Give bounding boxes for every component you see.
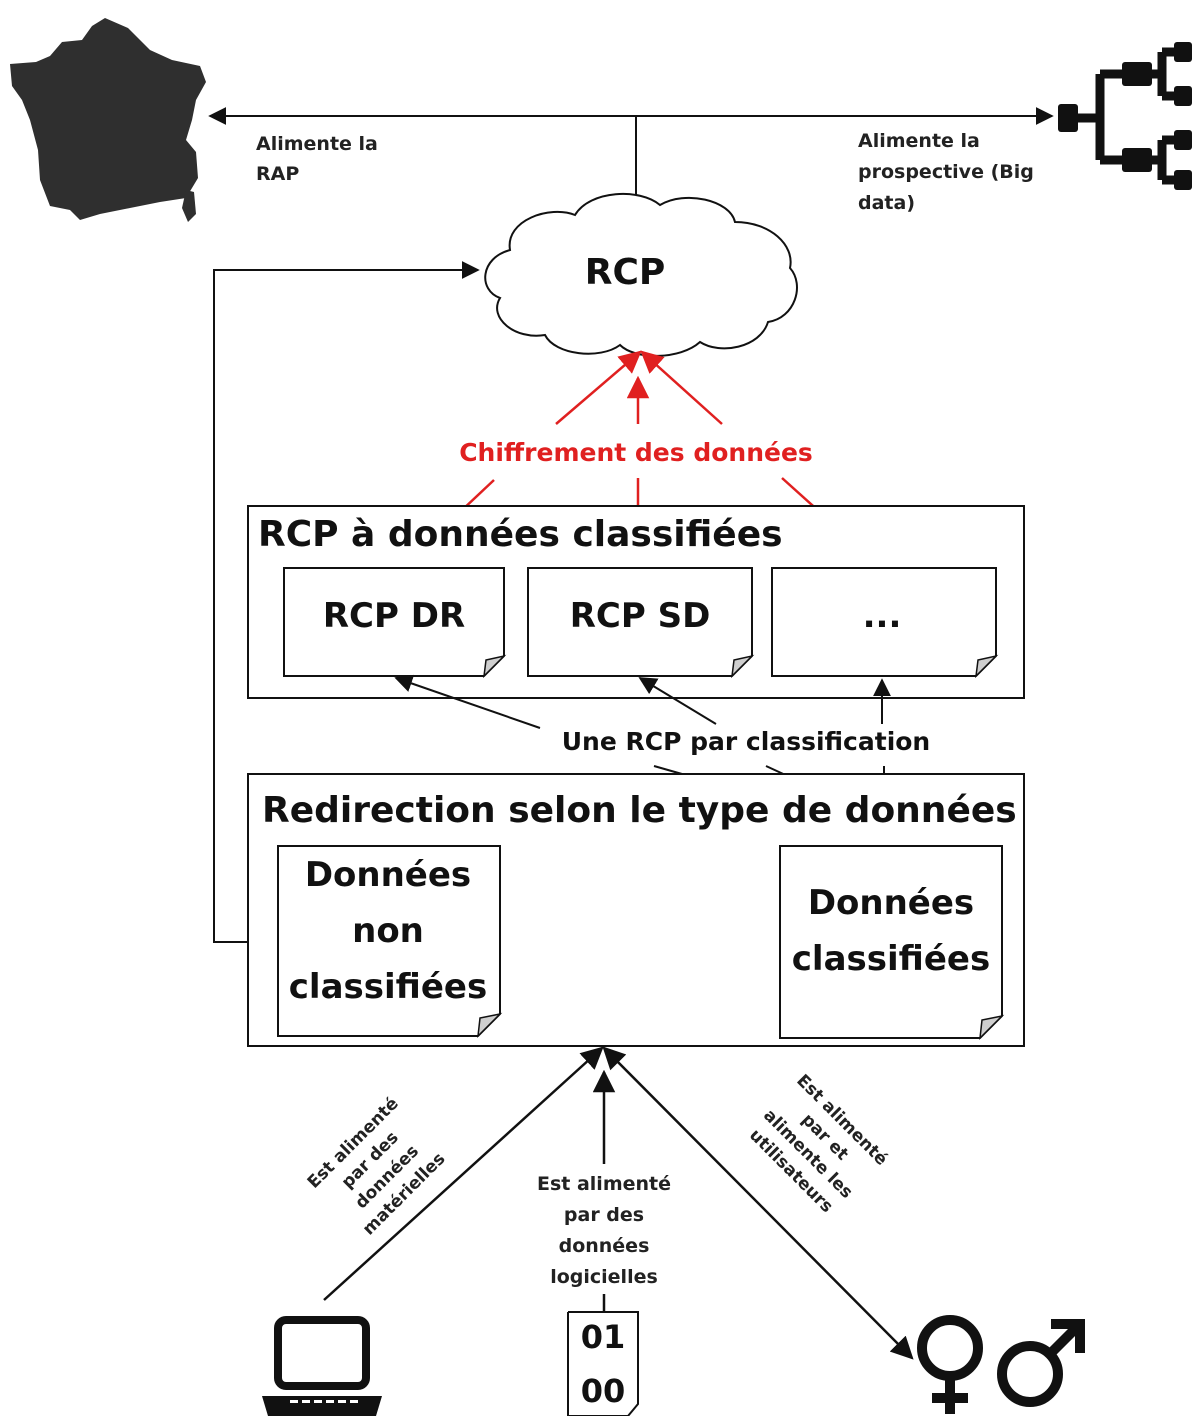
- svg-text:données: données: [559, 1235, 650, 1257]
- classified-rcp-box: RCP à données classifiées RCP DR RCP SD …: [247, 505, 1025, 699]
- unclassified-to-cloud-arrow: [213, 261, 480, 943]
- cloud-label: RCP: [585, 252, 666, 293]
- svg-text:RCP DR: RCP DR: [323, 596, 465, 636]
- svg-text:Données: Données: [305, 855, 471, 895]
- svg-text:non: non: [352, 911, 424, 951]
- software-input-label: Est alimenté par des données logicielles: [537, 1173, 671, 1288]
- svg-text:logicielles: logicielles: [550, 1266, 658, 1288]
- svg-text:RAP: RAP: [256, 163, 299, 185]
- svg-text:...: ...: [863, 596, 902, 636]
- france-map-icon: [10, 18, 206, 222]
- doc-classified-data: Données classifiées: [779, 845, 1005, 1041]
- top-connectors: [208, 107, 1054, 200]
- encryption-label: Chiffrement des données: [459, 438, 813, 467]
- svg-text:01: 01: [581, 1318, 626, 1356]
- svg-text:Alimente la: Alimente la: [256, 133, 378, 155]
- svg-text:Est alimenté: Est alimenté: [537, 1173, 671, 1195]
- input-arrows: [323, 1046, 914, 1360]
- doc-unclassified-data: Données non classifiées: [277, 845, 503, 1039]
- rap-label: Alimente la RAP: [256, 133, 378, 185]
- svg-text:data): data): [858, 192, 915, 214]
- users-input-label: Est alimenté par et alimente les utilisa…: [745, 1071, 891, 1217]
- redirection-box-title: Redirection selon le type de données: [262, 790, 1017, 831]
- rcp-cloud: RCP: [484, 192, 798, 357]
- svg-text:classifiées: classifiées: [289, 967, 487, 1007]
- classified-box-title: RCP à données classifiées: [258, 514, 783, 555]
- doc-rcp-more: ...: [771, 567, 999, 679]
- svg-text:00: 00: [581, 1372, 626, 1410]
- doc-rcp-sd: RCP SD: [527, 567, 755, 679]
- doc-rcp-dr: RCP DR: [283, 567, 507, 679]
- redirection-box: Redirection selon le type de données Don…: [247, 773, 1025, 1047]
- svg-text:prospective (Big: prospective (Big: [858, 161, 1034, 183]
- binary-document-icon: 01 00: [567, 1311, 639, 1416]
- hardware-input-label: Est alimenté par des données matérielles: [304, 1094, 450, 1240]
- gender-symbols-icon: [917, 1315, 1085, 1414]
- hierarchy-tree-icon: [1058, 42, 1192, 190]
- prospective-label: Alimente la prospective (Big data): [858, 130, 1034, 214]
- svg-text:Alimente la: Alimente la: [858, 130, 980, 152]
- classification-label: Une RCP par classification: [562, 727, 930, 756]
- svg-text:Données: Données: [808, 883, 974, 923]
- svg-text:RCP SD: RCP SD: [570, 596, 711, 636]
- svg-text:par des: par des: [564, 1204, 644, 1226]
- laptop-icon: [262, 1316, 382, 1416]
- svg-text:classifiées: classifiées: [792, 939, 990, 979]
